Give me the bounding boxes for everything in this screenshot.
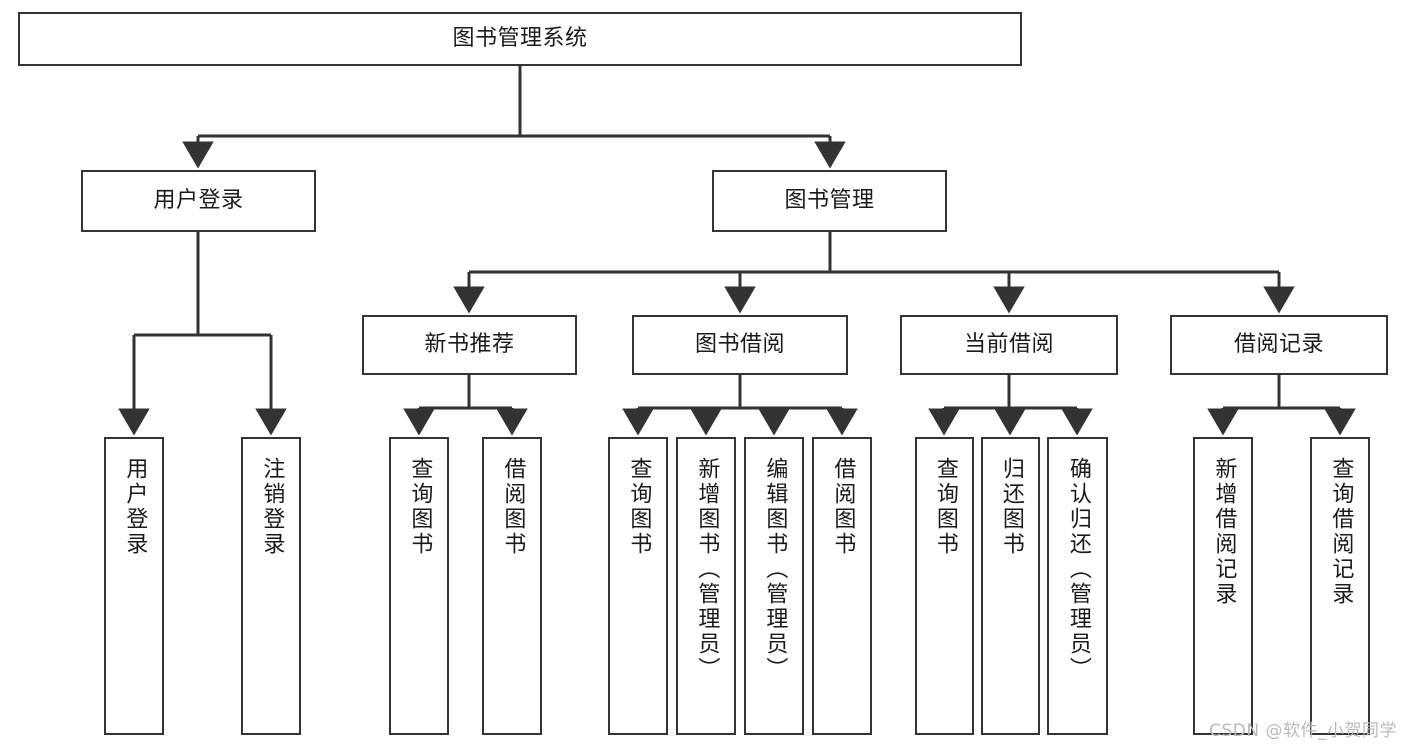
- node-user-login[interactable]: 用户登录: [81, 170, 316, 232]
- leaf-user-logout-label: 注销登录: [259, 457, 285, 557]
- node-book-management-label: 图书管理: [784, 188, 875, 214]
- leaf-confirm-return[interactable]: 确认归还（管理员）: [1047, 437, 1108, 735]
- leaf-user-login[interactable]: 用户登录: [104, 437, 164, 735]
- leaf-return-book-label: 归还图书: [998, 457, 1024, 557]
- leaf-query-book-current-label: 查询图书: [932, 457, 958, 557]
- leaf-confirm-return-label: 确认归还（管理员）: [1065, 457, 1091, 682]
- leaf-edit-book[interactable]: 编辑图书（管理员）: [744, 437, 804, 735]
- node-borrow-record-label: 借阅记录: [1233, 332, 1324, 358]
- node-book-borrow[interactable]: 图书借阅: [632, 315, 848, 375]
- node-new-book-recommend[interactable]: 新书推荐: [362, 315, 577, 375]
- leaf-query-book-borrow[interactable]: 查询图书: [608, 437, 668, 735]
- leaf-borrow-book-new-book-label: 借阅图书: [500, 457, 526, 557]
- node-root-label: 图书管理系统: [452, 26, 588, 52]
- leaf-edit-book-label: 编辑图书（管理员）: [762, 457, 788, 682]
- leaf-query-book-current[interactable]: 查询图书: [915, 437, 974, 735]
- leaf-user-login-label: 用户登录: [122, 457, 148, 557]
- node-current-borrow-label: 当前借阅: [963, 332, 1054, 358]
- leaf-return-book[interactable]: 归还图书: [981, 437, 1040, 735]
- node-book-management[interactable]: 图书管理: [712, 170, 947, 232]
- node-root[interactable]: 图书管理系统: [18, 12, 1022, 66]
- leaf-add-book-label: 新增图书（管理员）: [694, 457, 720, 682]
- leaf-borrow-book-label: 借阅图书: [830, 457, 856, 557]
- leaf-add-borrow-record[interactable]: 新增借阅记录: [1193, 437, 1253, 735]
- leaf-add-borrow-record-label: 新增借阅记录: [1211, 457, 1237, 607]
- leaf-query-book-new-book-label: 查询图书: [407, 457, 433, 557]
- node-current-borrow[interactable]: 当前借阅: [900, 315, 1118, 375]
- node-borrow-record[interactable]: 借阅记录: [1170, 315, 1388, 375]
- leaf-add-book[interactable]: 新增图书（管理员）: [676, 437, 736, 735]
- node-book-borrow-label: 图书借阅: [694, 332, 785, 358]
- leaf-query-borrow-record[interactable]: 查询借阅记录: [1310, 437, 1370, 735]
- leaf-query-book-borrow-label: 查询图书: [626, 457, 652, 557]
- leaf-query-borrow-record-label: 查询借阅记录: [1328, 457, 1354, 607]
- leaf-user-logout[interactable]: 注销登录: [241, 437, 301, 735]
- leaf-borrow-book[interactable]: 借阅图书: [812, 437, 872, 735]
- watermark: CSDN @软件_小贺同学: [1209, 721, 1397, 741]
- node-new-book-recommend-label: 新书推荐: [424, 332, 515, 358]
- node-user-login-label: 用户登录: [153, 188, 244, 214]
- leaf-query-book-new-book[interactable]: 查询图书: [389, 437, 449, 735]
- leaf-borrow-book-new-book[interactable]: 借阅图书: [482, 437, 542, 735]
